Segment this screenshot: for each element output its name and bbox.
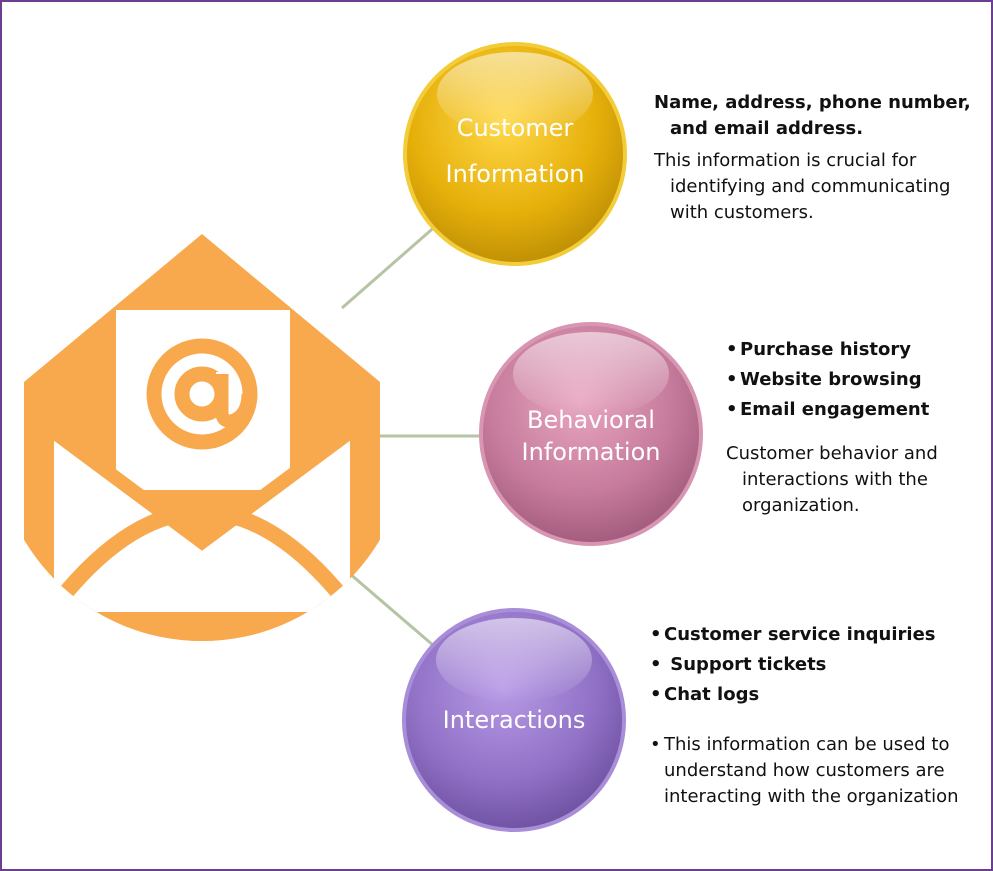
open-envelope-email-icon [24, 234, 380, 641]
behavioral-bullet-list: Purchase history Website browsing Email … [726, 335, 986, 425]
behavioral-information-details: Purchase history Website browsing Email … [726, 335, 986, 519]
at-sign-icon [146, 338, 258, 450]
bubble-label-line: Behavioral [527, 406, 655, 434]
bubble-label-line: Information [521, 438, 661, 466]
bubble-label-line: Interactions [442, 706, 586, 734]
connector-customer [341, 222, 439, 310]
bubble-label-line: Customer [456, 114, 574, 142]
behavioral-description-line: interactions with the [742, 469, 928, 490]
bubble-interactions[interactable] [402, 608, 626, 832]
note-text: This information can be used to [664, 734, 950, 755]
list-item: Customer service inquiries [650, 620, 985, 650]
list-item: Chat logs [650, 680, 985, 710]
customer-information-label: Customer Information [415, 112, 615, 190]
interactions-note-line: •This information can be used to [650, 734, 950, 755]
list-item: Email engagement [726, 395, 986, 425]
interactions-note: •This information can be used to underst… [650, 732, 985, 810]
customer-description-line: identifying and communicating [670, 176, 951, 197]
customer-information-details: Name, address, phone number, and email a… [654, 90, 984, 226]
bubble-customer-information[interactable] [403, 42, 627, 266]
interactions-label: Interactions [414, 704, 614, 736]
list-item: Support tickets [650, 650, 985, 680]
bubble-label-line: Information [445, 160, 585, 188]
interactions-note-line: understand how customers are [664, 760, 945, 781]
interactions-note-line: interacting with the organization [664, 786, 959, 807]
customer-heading-line: and email address. [670, 118, 864, 139]
list-item: Purchase history [726, 335, 986, 365]
customer-description-line: with customers. [670, 202, 814, 223]
behavioral-description-line: Customer behavior and [726, 443, 938, 464]
customer-description-line: This information is crucial for [654, 150, 917, 171]
customer-heading-line: Name, address, phone number, [654, 92, 971, 113]
bubble-behavioral-information[interactable] [479, 322, 703, 546]
list-item: Website browsing [726, 365, 986, 395]
interactions-bullet-list: Customer service inquiries Support ticke… [650, 620, 985, 710]
interactions-details: Customer service inquiries Support ticke… [650, 620, 985, 810]
behavioral-information-label: Behavioral Information [491, 404, 691, 468]
connector-interactions [341, 565, 435, 648]
behavioral-description-line: organization. [742, 495, 860, 516]
